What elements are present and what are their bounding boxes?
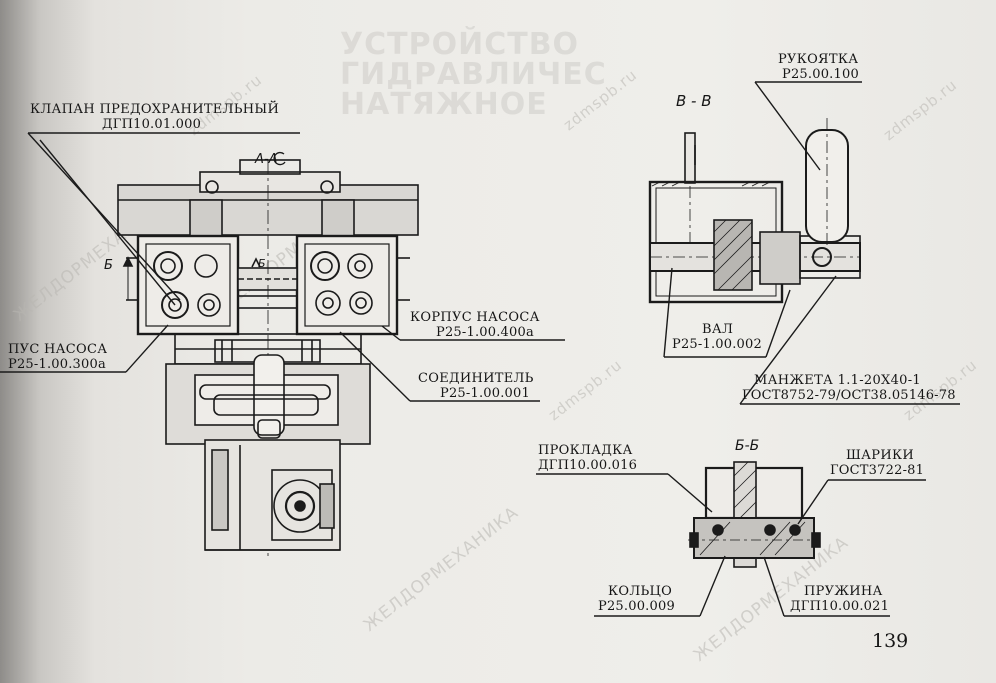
label-pump-body-right: КОРПУС НАСОСА Р25-1.00.400а [410, 310, 540, 340]
label-handle: РУКОЯТКА Р25.00.100 [778, 52, 859, 82]
section-bb-drawing [688, 461, 821, 568]
label-balls: ШАРИКИ ГОСТ3722-81 [830, 448, 925, 478]
label-spring: ПРУЖИНА ДГП10.00.021 [790, 584, 890, 614]
page-number: 139 [872, 630, 909, 652]
section-mark-b-center: Б [258, 257, 266, 270]
label-connector: СОЕДИНИТЕЛЬ Р25-1.00.001 [418, 371, 534, 401]
label-shaft: ВАЛ Р25-1.00.002 [672, 322, 762, 352]
section-label-bb: Б-Б [735, 438, 760, 454]
section-label-aa: А-А [255, 152, 278, 167]
label-gasket: ПРОКЛАДКА ДГП10.00.016 [538, 443, 638, 473]
section-label-vv: В - В [676, 92, 712, 110]
main-assembly-drawing [117, 151, 419, 560]
label-pump-body-left: ПУС НАСОСА Р25-1.00.300а [8, 342, 108, 372]
section-mark-b-left: Б [104, 258, 113, 273]
label-safety-valve: КЛАПАН ПРЕДОХРАНИТЕЛЬНЫЙ ДГП10.01.000 [30, 102, 280, 132]
label-cuff: МАНЖЕТА 1.1-20Х40-1 ГОСТ8752-79/ОСТ38.05… [742, 373, 956, 403]
section-vv-drawing [648, 118, 861, 304]
label-ring: КОЛЬЦО Р25.00.009 [598, 584, 675, 614]
leader-lines [0, 81, 960, 617]
bleed-through-title: УСТРОЙСТВО ГИДРАВЛИЧЕС НАТЯЖНОЕ [340, 27, 607, 122]
